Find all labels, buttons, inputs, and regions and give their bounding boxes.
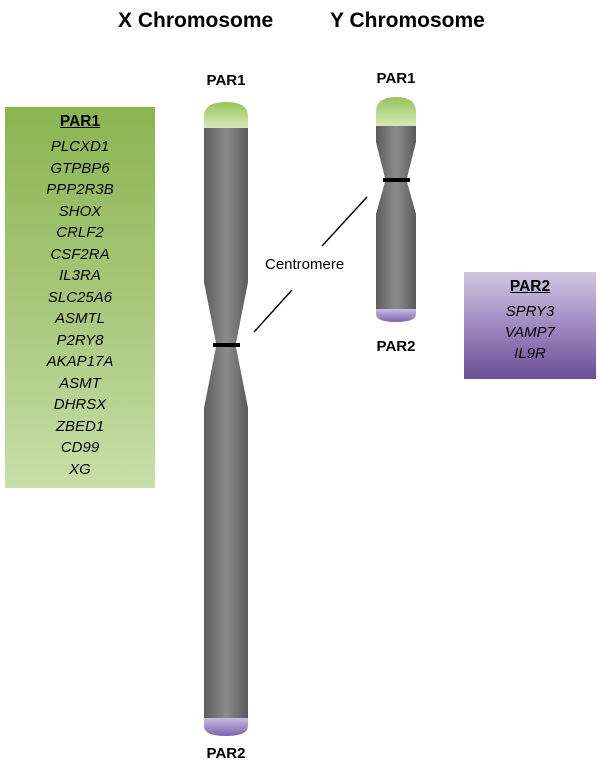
centromere-label: Centromere	[265, 256, 345, 273]
gene-item: ZBED1	[55, 417, 105, 435]
gene-item: ASMT	[59, 374, 101, 392]
x-par2-region	[204, 718, 248, 736]
x-centromere-band	[213, 343, 240, 347]
y-chromosome-body	[376, 126, 416, 309]
y-chromosome-title: Y Chromosome	[330, 9, 485, 32]
x-par1-region	[204, 102, 248, 128]
x-par2-label: PAR2	[206, 745, 246, 762]
y-centromere-band	[383, 178, 410, 182]
par1-box-title: PAR1	[59, 113, 101, 130]
y-par2-label: PAR2	[376, 338, 416, 355]
x-chromosome	[204, 102, 248, 736]
x-par1-label: PAR1	[206, 72, 246, 89]
gene-item: XG	[69, 460, 91, 478]
x-chromosome-body	[204, 128, 248, 718]
centromere-pointer-x	[253, 289, 293, 333]
gene-item: PLCXD1	[50, 138, 110, 155]
par2-box-title: PAR2	[509, 278, 551, 295]
gene-item: PPP2R3B	[46, 181, 114, 198]
gene-item: AKAP17A	[46, 353, 114, 370]
par2-gene-list: PAR2 SPRY3 VAMP7 IL9R	[464, 272, 596, 379]
gene-item: P2RY8	[56, 331, 104, 349]
y-par1-region	[376, 97, 416, 126]
gene-item: SHOX	[58, 202, 102, 220]
gene-item: IL3RA	[59, 267, 101, 284]
gene-item: ASMTL	[54, 310, 105, 327]
gene-item: DHRSX	[53, 396, 107, 413]
gene-item: CSF2RA	[50, 245, 110, 263]
gene-item: VAMP7	[504, 324, 556, 341]
gene-item: GTPBP6	[50, 159, 110, 177]
par1-gene-list: PAR1 PLCXD1 GTPBP6 PPP2R3B SHOX CRLF2 CS…	[5, 107, 155, 488]
x-chromosome-title: X Chromosome	[118, 9, 274, 32]
gene-item: SLC25A6	[47, 288, 113, 306]
gene-item: CRLF2	[56, 224, 104, 241]
y-par1-label: PAR1	[376, 70, 416, 87]
centromere-pointer-y	[321, 196, 368, 247]
gene-item: IL9R	[514, 345, 546, 362]
y-par2-region	[376, 309, 416, 322]
y-chromosome	[376, 97, 416, 322]
gene-item: SPRY3	[505, 303, 555, 320]
gene-item: CD99	[60, 439, 100, 456]
